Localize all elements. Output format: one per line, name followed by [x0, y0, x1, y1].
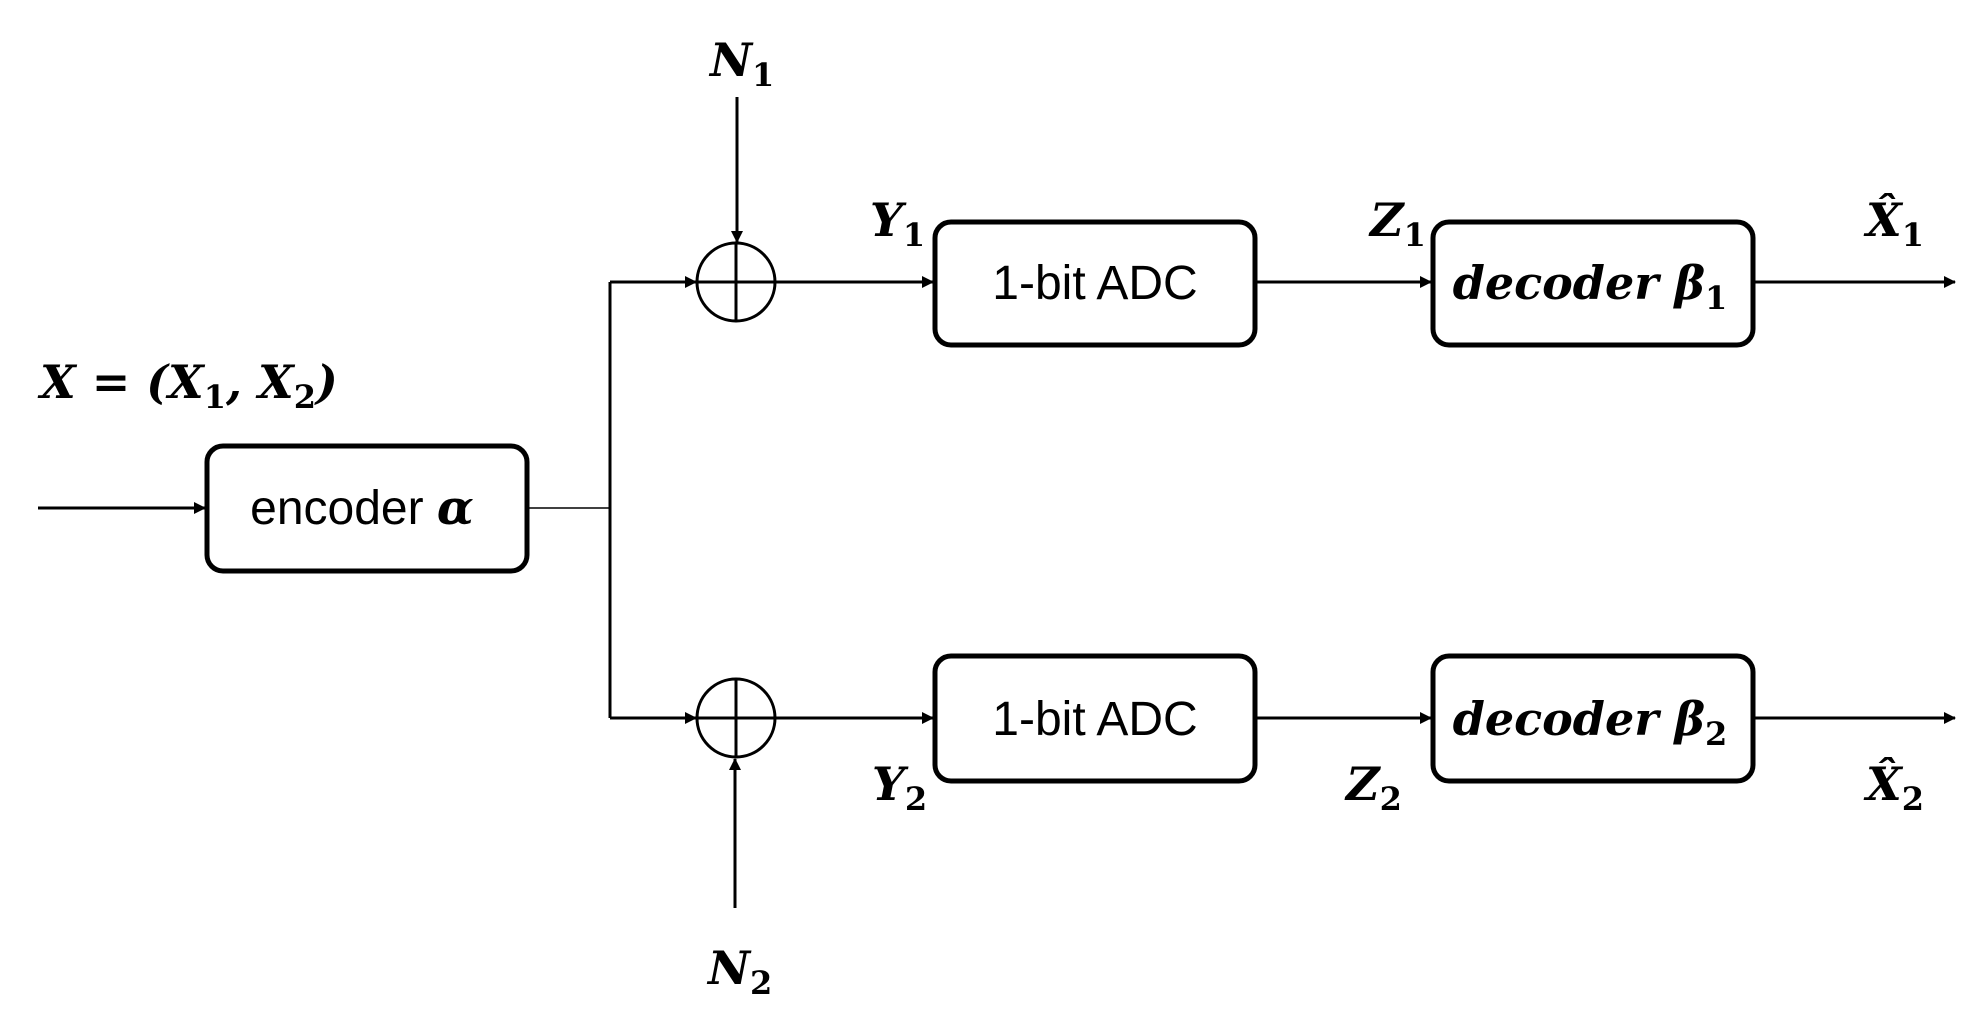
- decoder-1-label: decoder β1: [1453, 256, 1728, 317]
- adc-2-label: 1-bit ADC: [992, 693, 1197, 746]
- summing-junction-2: [695, 677, 777, 759]
- z2-label: Z2: [1344, 757, 1402, 818]
- y2-label: Y2: [872, 757, 927, 818]
- output-2-label: X̂2: [1863, 757, 1924, 818]
- input-label: X = (X1, X2): [37, 355, 338, 416]
- noise-2-label: N2: [706, 941, 772, 1002]
- noise-1-label: N1: [708, 33, 774, 94]
- summing-junction-1: [695, 241, 777, 323]
- decoder-2-label: decoder β2: [1453, 692, 1728, 753]
- z1-label: Z1: [1368, 193, 1426, 254]
- encoder-label: encoder α: [250, 480, 474, 536]
- y1-label: Y1: [870, 193, 925, 254]
- output-1-label: X̂1: [1863, 193, 1924, 254]
- adc-1-label: 1-bit ADC: [992, 257, 1197, 310]
